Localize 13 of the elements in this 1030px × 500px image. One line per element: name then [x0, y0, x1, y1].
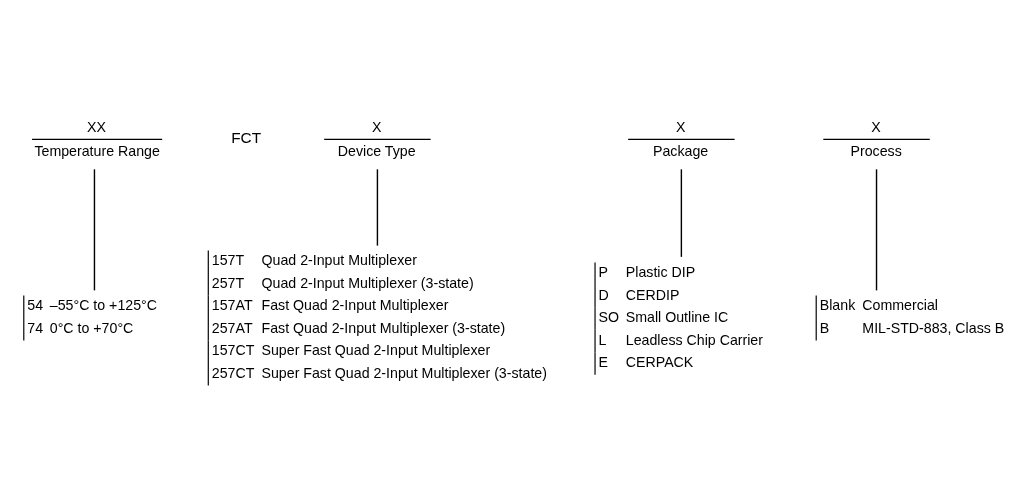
node-text: X Device Type [337, 118, 416, 159]
label: FCT [230, 129, 261, 147]
connector [93, 168, 95, 292]
node-text: X Process [850, 118, 902, 159]
connector [680, 168, 682, 258]
node-text: P Plastic DIP D CERDIP SO Small Outline IC L Leadless Chip Carrier E CERPACK [598, 264, 763, 371]
node-text: XX Temperature Range [33, 118, 160, 159]
connector [376, 168, 378, 247]
connector [875, 168, 877, 292]
node-text: X Package [652, 118, 708, 159]
node-text: 54 –55°C to +125°C 74 0°C to +70°C [26, 297, 157, 336]
node-text: 157T Quad 2-Input Multiplexer 257T Quad 2-Input Multiplexer (3-state) 157AT Fast Quad 2-Input Multiplexer 257AT Fast Quad 2-Input Multiplexer (3-state) 157CT Super Fast Quad 2-Input Multiplexer 257CT Super Fast Quad 2-Input Multiplexer (3-state) [211, 252, 547, 381]
node-text: Blank Commercial B MIL-STD-883, Class B [819, 297, 1004, 336]
